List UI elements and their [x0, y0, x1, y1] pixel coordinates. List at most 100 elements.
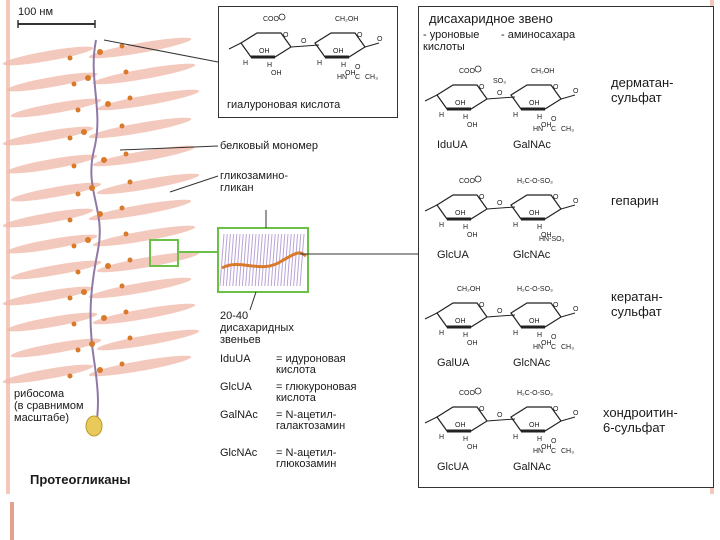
gag-chain — [2, 126, 94, 146]
legend-abbr: GlcUA — [220, 381, 252, 393]
ch2oh-group: CH₂OH — [531, 68, 554, 75]
gag-pointer — [169, 175, 219, 193]
chain-bond-left — [228, 42, 242, 50]
core-protein-dot — [75, 347, 81, 353]
gag-chain — [6, 72, 98, 92]
oh-group: OH — [467, 122, 478, 129]
chain-bond-right — [560, 312, 576, 318]
glycosidic-bond — [486, 418, 516, 422]
h-atom: H — [537, 224, 542, 231]
h-atom: H — [439, 330, 444, 337]
legend-row-glcnac: GlcNAc = N-ацетил- глюкозамин — [220, 446, 410, 476]
chain-length-label: 20-40 дисахаридных звеньев — [220, 310, 294, 346]
oh-group: OH — [467, 232, 478, 239]
oh-group: OH — [333, 48, 344, 55]
methyl-group: CH₃ — [365, 74, 378, 81]
core-protein-dot — [67, 135, 73, 141]
methyl-group: CH₃ — [561, 448, 574, 455]
zoom-strand — [251, 233, 257, 287]
core-protein-dot — [101, 157, 107, 163]
carboxylate-group: COO — [459, 390, 476, 397]
gag-chain — [6, 154, 98, 174]
legend-meaning: = N-ацетил- глюкозамин — [276, 447, 337, 470]
core-protein-dot — [123, 151, 129, 157]
carboxylate-group: COO — [263, 16, 280, 23]
h-atom: H — [439, 112, 444, 119]
protein-pointer — [119, 145, 219, 151]
zoom-strand — [241, 233, 247, 287]
gag-chain — [2, 286, 94, 306]
amine-group: HN — [533, 448, 543, 455]
gag-chain — [6, 234, 98, 254]
ribosome-label: рибосома (в сравнимом масштабе) — [14, 388, 84, 424]
oh-group: OH — [529, 100, 540, 107]
legend-row-iduua: IduUA = идуроновая кислота — [220, 352, 410, 382]
oh-group: OH — [529, 318, 540, 325]
zoom-strand — [264, 233, 270, 287]
ring-oxygen: O — [479, 194, 485, 201]
h-atom: H — [243, 60, 248, 67]
core-protein-dot — [85, 237, 91, 243]
core-protein-dot — [123, 69, 129, 75]
zoom-strand — [293, 233, 299, 287]
row-left-sugar: GalUA — [437, 357, 470, 369]
bridge-oxygen: O — [301, 38, 307, 45]
zoomed-chain-strands — [219, 233, 305, 287]
gag-chain — [92, 145, 196, 167]
chain-bond-left — [424, 416, 438, 424]
core-protein-dot — [81, 129, 87, 135]
gag-chain — [88, 355, 192, 377]
ring-oxygen: O — [357, 32, 363, 39]
core-protein-dot — [89, 185, 95, 191]
core-protein-dot — [75, 191, 81, 197]
h-atom: H — [513, 112, 518, 119]
oh-group: OH — [455, 318, 466, 325]
chain-length-pointer — [249, 291, 257, 311]
gag-chain — [10, 338, 102, 358]
core-protein-dot — [71, 163, 77, 169]
zoom-strand — [232, 233, 238, 287]
gag-chain — [96, 173, 200, 195]
oh-group: OH — [541, 122, 552, 129]
zoom-strand — [270, 233, 276, 287]
row-name: гепарин — [611, 193, 659, 208]
gag-chain — [6, 312, 98, 332]
acetyl-carbon: C — [355, 74, 360, 81]
zoom-strand — [219, 233, 225, 287]
row-right-sugar: GlcNAc — [513, 357, 551, 369]
h-atom: H — [463, 224, 468, 231]
core-protein-dot — [127, 335, 133, 341]
core-protein-dot — [119, 205, 125, 211]
protein-monomer-label: белковый мономер — [220, 140, 319, 152]
legend-abbr: GalNAc — [220, 409, 258, 421]
gag-chain — [88, 199, 192, 221]
zoom-strand — [248, 233, 254, 287]
core-protein-dot — [119, 283, 125, 289]
carbonyl-oxygen: O — [551, 334, 557, 341]
amine-group: HN — [337, 74, 347, 81]
zoom-strand — [229, 233, 235, 287]
oh-group: OH — [529, 210, 540, 217]
zoom-strand — [238, 233, 244, 287]
amine-group: HN — [533, 344, 543, 351]
core-protein-dot — [105, 263, 111, 269]
h-atom: H — [463, 332, 468, 339]
oh-group: OH — [467, 340, 478, 347]
zoom-strand — [267, 233, 273, 287]
h-atom: H — [267, 62, 272, 69]
core-protein-dot — [67, 295, 73, 301]
negative-charge-icon — [474, 175, 482, 183]
zoom-strand — [245, 233, 251, 287]
zoom-strand — [299, 233, 305, 287]
ring-oxygen: O — [553, 302, 559, 309]
bridge-oxygen: O — [497, 200, 503, 207]
core-protein-dot — [71, 243, 77, 249]
negative-charge-icon — [278, 13, 286, 21]
core-protein-dot — [75, 269, 81, 275]
uronic-acids-label: - уроновые кислоты — [423, 29, 480, 53]
gag-chain — [88, 277, 192, 299]
